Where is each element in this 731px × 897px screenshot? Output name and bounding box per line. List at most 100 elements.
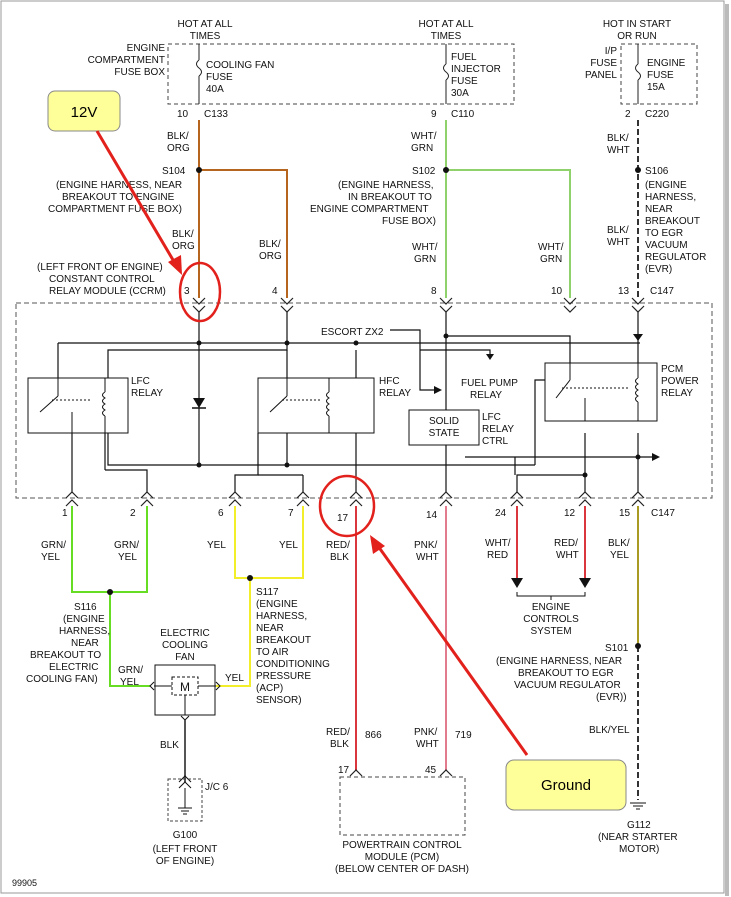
solid-state-box	[408, 409, 480, 446]
ccrm-label-l2: CONSTANT CONTROL	[49, 274, 155, 285]
g112-l2: (NEAR STARTER	[598, 832, 678, 843]
supply-mid-l1: HOT AT ALL	[418, 19, 473, 30]
callout-12v-arrow	[95, 130, 182, 275]
splice-s101-l1: S101	[605, 643, 629, 654]
supply-left: HOT AT ALL TIMES	[177, 19, 232, 42]
fuse-fuel-injector-l3: FUSE	[451, 76, 478, 87]
splice-s106-l2: (ENGINE	[645, 180, 687, 191]
conn-c220: C220	[645, 109, 669, 120]
callout-ground-arrow	[370, 535, 529, 756]
wire-blk-org-1-l1: BLK/	[167, 131, 189, 142]
supply-right-l1: HOT IN START	[603, 19, 671, 30]
ip-fuse-panel	[620, 43, 698, 105]
internal-junctions	[196, 333, 641, 478]
pcm-relay-switch-icon	[555, 363, 639, 421]
splice-s116-l7: COOLING FAN)	[26, 674, 98, 685]
wire-blk: BLK	[160, 740, 179, 751]
lfc-ctrl-l3: CTRL	[482, 436, 509, 447]
g112-l3: MOTOR)	[619, 844, 659, 855]
ccrm-module-box	[15, 302, 713, 499]
wire-wht-grn-1-l1: WHT/	[411, 131, 437, 142]
lfc-relay-l2: RELAY	[131, 388, 163, 399]
lfc-relay-l1: LFC	[131, 376, 150, 387]
splice-s117-dot	[247, 575, 253, 581]
pin-c-3: 3	[184, 286, 190, 297]
pin-b-17: 17	[337, 513, 349, 524]
fuse-fuel-injector-l4: 30A	[451, 88, 469, 99]
splice-s102-l3: IN BREAKOUT TO	[348, 192, 432, 203]
splice-s106-l6: TO EGR	[645, 228, 683, 239]
fuel-pump-relay-l1: FUEL PUMP	[461, 378, 518, 389]
ecs-bracket	[516, 592, 586, 600]
wire-red-blk-2-l1: RED/	[326, 727, 350, 738]
pcm-pin-45: 45	[425, 765, 437, 776]
wire-yel-3: YEL	[225, 673, 244, 684]
wire-blk-org-3-l1: BLK/	[259, 239, 281, 250]
bottom-pin-chevrons	[65, 491, 645, 507]
splice-s116-l4: NEAR	[71, 638, 99, 649]
supply-left-l2: TIMES	[190, 31, 221, 42]
fuse-engine-l1: ENGINE	[647, 58, 686, 69]
fuse-fuel-injector-icon	[443, 44, 449, 104]
splice-s117-l4: NEAR	[256, 623, 284, 634]
module-diode-icon	[192, 398, 206, 409]
splice-s106-l8: REGULATOR	[645, 252, 706, 263]
wire-wht-red-l1: WHT/	[485, 538, 511, 549]
lfc-relay-switch-icon	[39, 378, 106, 433]
pin-c-4: 4	[272, 286, 278, 297]
splice-s116-l5: BREAKOUT TO	[30, 650, 101, 661]
splice-s106-l5: BREAKOUT	[645, 216, 700, 227]
hfc-relay-switch-icon	[257, 378, 330, 433]
callout-ground-box	[505, 759, 627, 811]
supply-left-l1: HOT AT ALL	[177, 19, 232, 30]
circuit-866: 866	[365, 730, 382, 741]
jc6-connector-icon	[178, 775, 192, 815]
fuel-pump-arrow-icon	[486, 354, 494, 360]
splice-s106-l4: NEAR	[645, 204, 673, 215]
splice-s106-l3: HARNESS,	[645, 192, 696, 203]
g100-l2: (LEFT FRONT	[153, 844, 218, 855]
wire-blk-org-2-l2: ORG	[172, 241, 195, 252]
engine-fuse-box-l3: FUSE BOX	[114, 67, 165, 78]
fuse-fuel-injector-l2: INJECTOR	[451, 64, 501, 75]
pin-b-2: 2	[130, 508, 136, 519]
wire-pnk-wht-2-l2: WHT	[416, 739, 439, 750]
splice-s101-dot	[635, 643, 641, 649]
doc-number: 99905	[12, 878, 37, 888]
ip-fuse-panel-l2: FUSE	[590, 58, 617, 69]
ip-fuse-panel-l1: I/P	[605, 46, 618, 57]
wire-grn-yel-1-l2: YEL	[41, 552, 60, 563]
splice-s106-dot	[635, 167, 641, 173]
splice-s117-l1: S117	[256, 587, 279, 598]
wire-red-blk-1-l2: BLK	[330, 552, 349, 563]
jc6-label: J/C 6	[205, 782, 229, 793]
wire-wht-grn-to-pin10	[446, 169, 571, 298]
splice-s116-l2: (ENGINE	[63, 614, 105, 625]
output-arrow-icon	[652, 453, 660, 461]
wire-wht-grn-2-l2: GRN	[414, 254, 436, 265]
wire-grn-yel-to-fan	[109, 592, 150, 687]
circle-pin17-highlight	[318, 474, 376, 538]
pin-c-13: 13	[618, 286, 630, 297]
wire-wht-grn-3-l1: WHT/	[538, 242, 564, 253]
wire-blk-wht-2-l2: WHT	[607, 237, 630, 248]
lfc-ctrl-l1: LFC	[482, 412, 501, 423]
ip-fuse-panel-l3: PANEL	[585, 70, 617, 81]
supply-mid-l2: TIMES	[431, 31, 462, 42]
splice-s102-l5: FUSE BOX)	[382, 216, 436, 227]
g112-l1: G112	[627, 820, 651, 831]
splice-s117-l10: SENSOR)	[256, 695, 302, 706]
splice-s102-l4: ENGINE COMPARTMENT	[310, 204, 429, 215]
motor-label: M	[180, 680, 190, 694]
wire-yel-1: YEL	[207, 540, 226, 551]
splice-s116-l3: HARNESS,	[59, 626, 110, 637]
hfc-relay-l1: HFC	[379, 376, 400, 387]
fuse-cooling-fan-l1: COOLING FAN	[206, 60, 274, 71]
splice-s117-l6: TO AIR	[256, 647, 289, 658]
splice-s101-l5: (EVR))	[596, 692, 627, 703]
pcm-pin-17: 17	[338, 765, 350, 776]
wire-wht-grn-1-l2: GRN	[411, 143, 433, 154]
pin-b-7: 7	[288, 508, 294, 519]
wire-blk-org-to-pin4	[199, 169, 288, 298]
